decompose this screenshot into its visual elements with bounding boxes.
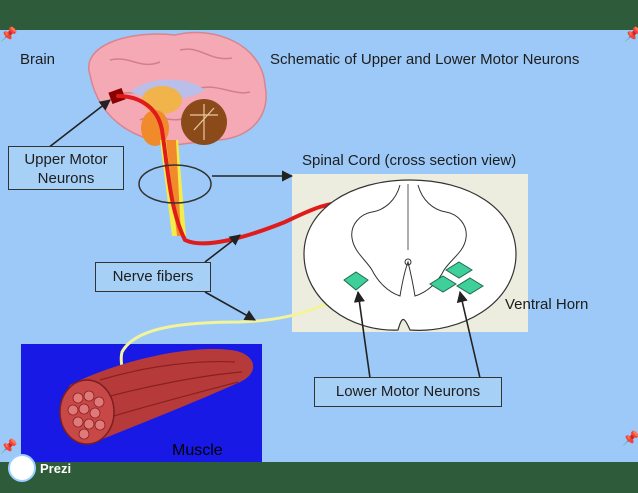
brain-illustration <box>87 31 267 236</box>
spinal-tract-highlight <box>138 164 212 204</box>
spinal-cord-cross-section <box>303 179 517 331</box>
lower-motor-nerve-fiber <box>119 280 358 376</box>
prezi-label: Prezi <box>40 460 72 476</box>
prezi-badge[interactable]: Prezi <box>8 454 71 482</box>
bottom-frame-bar <box>0 462 638 493</box>
muscle-illustration <box>59 349 254 445</box>
pushpin-icon: 📌 <box>0 26 18 42</box>
nerve-fibers-label: Nerve fibers <box>95 262 211 292</box>
spinal-cord-label: Spinal Cord (cross section view) <box>302 152 517 169</box>
pushpin-icon: 📌 <box>622 430 638 446</box>
muscle-label: Muscle <box>172 442 223 459</box>
lower-motor-neurons-label: Lower Motor Neurons <box>314 377 502 407</box>
lower-motor-neurons <box>343 261 484 295</box>
upper-motor-label-line1: Upper Motor <box>24 151 108 168</box>
upper-motor-label-line2: Neurons <box>37 170 95 187</box>
prezi-logo-icon <box>8 454 36 482</box>
upper-motor-neurons-label: Upper Motor Neurons <box>8 146 124 190</box>
annotation-arrows <box>47 99 481 379</box>
pushpin-icon: 📌 <box>0 438 18 454</box>
pushpin-icon: 📌 <box>624 26 638 42</box>
diagram-title: Schematic of Upper and Lower Motor Neuro… <box>270 51 580 68</box>
top-frame-bar <box>0 0 638 30</box>
brain-label: Brain <box>20 51 56 68</box>
ventral-horn-label: Ventral Horn <box>505 296 589 313</box>
